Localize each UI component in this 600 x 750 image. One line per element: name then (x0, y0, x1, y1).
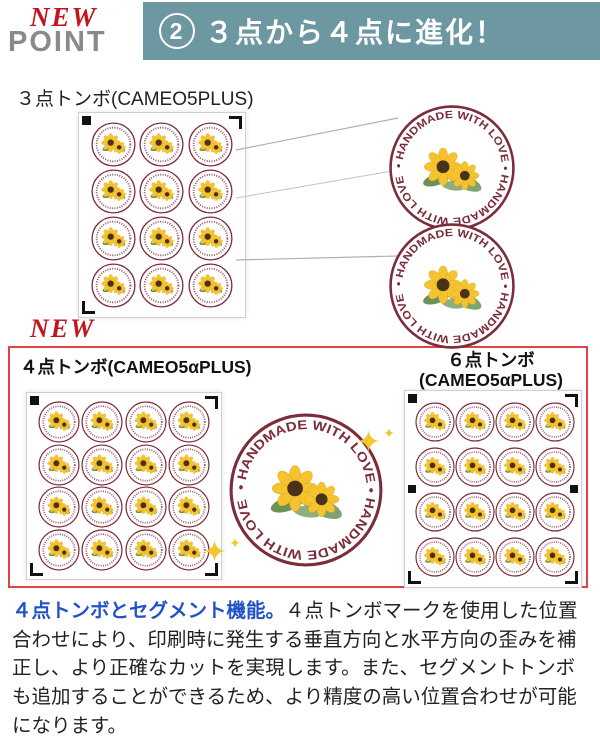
sticker-grid-4point (37, 401, 211, 571)
sheet-3point (78, 112, 246, 318)
registration-mark-segment (570, 485, 578, 493)
title-6point-line1: ６点トンボ (447, 350, 535, 370)
sparkle-big: ✦ (356, 426, 382, 459)
sticker-mini (415, 537, 455, 577)
sticker-mini (535, 492, 575, 532)
sparkle-small: ✦ (383, 425, 395, 441)
sticker-mini (535, 402, 575, 442)
sticker-mini (455, 447, 495, 487)
badge-zoom-bottom (388, 222, 516, 350)
sticker-mini (81, 529, 123, 571)
new-point-label-point: POINT (8, 26, 107, 58)
registration-mark-square (30, 396, 39, 405)
registration-mark-bracket (205, 396, 218, 409)
sparkle-small: ✦ (229, 535, 241, 551)
registration-mark-bracket (82, 301, 95, 314)
new-feature-box: ４点トンボ(CAMEO5αPLUS) ６点トンボ (CAMEO5αPLUS) ✦… (8, 346, 588, 588)
sparkle-icon: ✦✦ (202, 535, 241, 569)
feature-description: ４点トンボとセグメント機能。４点トンボマークを使用した位置合わせにより、印刷時に… (12, 597, 590, 740)
sticker-mini (125, 401, 167, 443)
registration-mark-bracket (205, 563, 218, 576)
sticker-mini (38, 401, 80, 443)
sticker-mini (38, 529, 80, 571)
sticker-mini (415, 447, 455, 487)
callout-lines (235, 117, 399, 261)
feature-description-body: ４点トンボマークを使用した位置合わせにより、印刷時に発生する垂直方向と水平方向の… (12, 600, 578, 737)
sticker-mini (168, 444, 210, 486)
sticker-grid-6point (415, 399, 571, 579)
sticker-mini (495, 447, 535, 487)
new-point-label-new: NEW (30, 2, 98, 32)
title-6point-line2: (CAMEO5αPLUS) (419, 370, 563, 391)
sticker-mini (535, 447, 575, 487)
sticker-mini (495, 537, 535, 577)
title-6point: ６点トンボ (CAMEO5αPLUS) (402, 350, 580, 390)
registration-mark-bracket (408, 571, 421, 584)
section-3point-title: ３点トンボ(CAMEO5PLUS) (16, 89, 254, 110)
registration-mark-bracket (565, 571, 578, 584)
sticker-mini (495, 402, 535, 442)
registration-mark-bracket (229, 116, 242, 129)
sticker-mini (415, 492, 455, 532)
sticker-mini (125, 529, 167, 571)
registration-mark-bracket (565, 394, 578, 407)
registration-mark-square (82, 116, 91, 125)
sparkle-big: ✦ (202, 536, 228, 569)
sticker-mini (455, 402, 495, 442)
feature-description-highlight: ４点トンボとセグメント機能。 (12, 600, 286, 622)
sticker-mini (168, 486, 210, 528)
sticker-mini (81, 486, 123, 528)
registration-mark-square (408, 394, 417, 403)
sheet-6point (404, 390, 582, 588)
sticker-mini (38, 486, 80, 528)
badge-zoom-top (388, 104, 516, 232)
sticker-mini (168, 401, 210, 443)
sparkle-icon: ✦✦ (356, 425, 395, 459)
sticker-mini (125, 486, 167, 528)
sticker-mini (495, 492, 535, 532)
sticker-mini (415, 402, 455, 442)
circled-number: 2 (159, 13, 195, 49)
registration-mark-segment (408, 485, 416, 493)
sticker-mini (125, 444, 167, 486)
registration-mark-bracket (30, 563, 43, 576)
banner-title: ３点から４点に進化！ (205, 17, 506, 48)
sticker-mini (455, 537, 495, 577)
sheet-4point (26, 392, 222, 580)
sticker-mini (455, 492, 495, 532)
sticker-mini (38, 444, 80, 486)
title-4point: ４点トンボ(CAMEO5αPLUS) (20, 357, 252, 377)
sticker-mini (535, 537, 575, 577)
sticker-mini (81, 401, 123, 443)
header-banner: 2 ３点から４点に進化！ (143, 2, 600, 60)
sticker-mini (81, 444, 123, 486)
